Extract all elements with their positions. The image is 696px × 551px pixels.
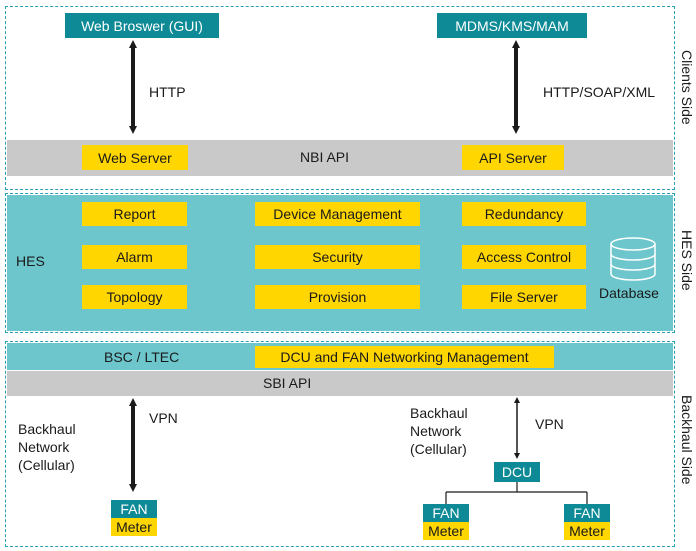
api-server-box: API Server <box>462 145 564 170</box>
web-server-label: Web Server <box>98 149 172 166</box>
dcu-label: DCU <box>501 464 533 480</box>
module-redundancy-label: Redundancy <box>484 206 564 222</box>
meter-box-mid: Meter <box>423 522 469 540</box>
meter-box-left: Meter <box>111 518 157 536</box>
fan-box-mid: FAN <box>423 504 469 522</box>
sbi-api-bar <box>7 371 673 396</box>
meter-box-right: Meter <box>564 522 610 540</box>
hes-section <box>5 193 675 333</box>
module-security-label: Security <box>312 249 363 265</box>
module-provision-label: Provision <box>308 289 367 305</box>
module-report: Report <box>82 202 187 226</box>
module-provision: Provision <box>255 285 420 309</box>
meter-label-left: Meter <box>116 519 152 535</box>
nbi-api-label: NBI API <box>300 149 350 165</box>
dcu-fan-mgmt-label: DCU and FAN Networking Management <box>280 349 529 365</box>
fan-label-left: FAN <box>120 501 148 517</box>
left-network-label: Backhaul Network (Cellular) <box>18 420 76 474</box>
left-network-line-1: Backhaul <box>18 421 76 437</box>
fan-box-left: FAN <box>111 500 157 518</box>
module-device-management: Device Management <box>255 202 420 226</box>
fan-label-mid: FAN <box>432 505 460 521</box>
fan-label-right: FAN <box>573 505 601 521</box>
module-alarm-label: Alarm <box>116 249 153 265</box>
clients-section <box>5 6 675 190</box>
dcu-fan-mgmt-box: DCU and FAN Networking Management <box>255 346 554 368</box>
vpn-right-label: VPN <box>535 416 564 432</box>
mdms-label: MDMS/KMS/MAM <box>455 17 569 34</box>
module-device-management-label: Device Management <box>273 206 402 222</box>
database-label: Database <box>599 285 659 301</box>
api-server-label: API Server <box>479 149 547 166</box>
meter-label-right: Meter <box>569 523 605 539</box>
module-access-control: Access Control <box>462 245 586 269</box>
module-redundancy: Redundancy <box>462 202 586 226</box>
hes-label: HES <box>16 253 45 269</box>
clients-side-label: Clients Side <box>679 50 695 125</box>
web-browser-label: Web Broswer (GUI) <box>81 17 203 34</box>
web-server-box: Web Server <box>82 145 188 170</box>
module-file-server: File Server <box>462 285 586 309</box>
bsc-label: BSC / LTEC <box>104 349 180 365</box>
module-security: Security <box>255 245 420 269</box>
module-topology-label: Topology <box>106 289 163 305</box>
fan-box-right: FAN <box>564 504 610 522</box>
dcu-box: DCU <box>494 462 540 482</box>
right-network-line-1: Backhaul <box>410 405 468 421</box>
http-soap-label: HTTP/SOAP/XML <box>543 84 656 100</box>
backhaul-section <box>5 341 675 547</box>
sbi-api-label: SBI API <box>263 375 312 391</box>
right-network-label: Backhaul Network (Cellular) <box>410 404 468 458</box>
backhaul-side-label: Backhaul Side <box>679 395 695 485</box>
left-network-line-2: Network <box>18 439 70 455</box>
right-network-line-3: (Cellular) <box>410 441 467 457</box>
module-alarm: Alarm <box>82 245 187 269</box>
web-browser-box: Web Broswer (GUI) <box>65 13 219 38</box>
right-network-line-2: Network <box>410 423 462 439</box>
meter-label-mid: Meter <box>428 523 464 539</box>
module-topology: Topology <box>82 285 187 309</box>
left-network-line-3: (Cellular) <box>18 457 75 473</box>
module-access-control-label: Access Control <box>476 249 572 265</box>
hes-side-label: HES Side <box>679 230 695 291</box>
module-file-server-label: File Server <box>490 289 558 305</box>
mdms-box: MDMS/KMS/MAM <box>437 13 587 38</box>
vpn-left-label: VPN <box>149 410 178 426</box>
module-report-label: Report <box>113 206 156 222</box>
http-label: HTTP <box>149 84 186 100</box>
